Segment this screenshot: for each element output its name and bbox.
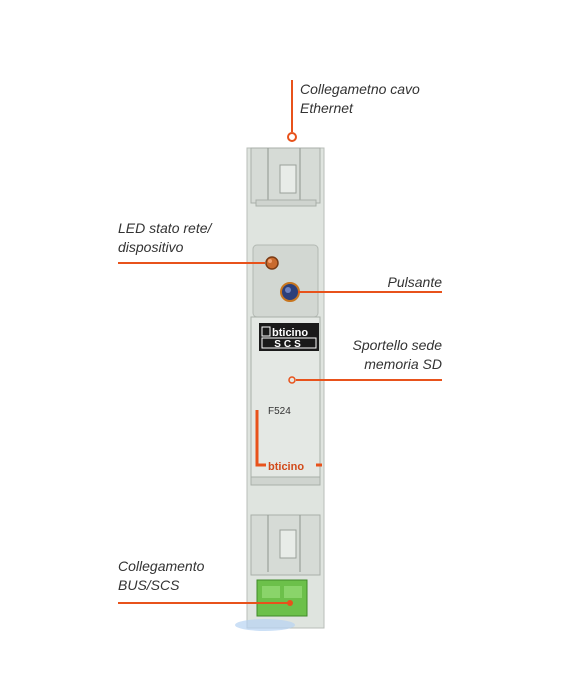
label-bus: Collegamento BUS/SCS <box>118 558 205 593</box>
brand-top: bticino <box>272 327 308 339</box>
control-panel <box>252 244 319 318</box>
led-indicator <box>265 256 279 270</box>
brand-scs: SCS <box>274 339 304 350</box>
leader-lines <box>118 80 442 604</box>
label-sd-cover: Sportello sede memoria SD <box>352 337 442 372</box>
bottom-terminal <box>250 514 321 576</box>
ethernet-point-dot <box>287 132 297 142</box>
sd-point-dot <box>288 376 296 384</box>
brand-bottom: bticino <box>268 461 304 473</box>
model-number: F524 <box>268 406 291 417</box>
bus-point-dot <box>287 600 293 606</box>
accent-bracket <box>255 410 322 467</box>
label-button: Pulsante <box>387 274 442 290</box>
top-terminal <box>250 147 321 207</box>
label-ethernet: Collegametno cavo Ethernet <box>300 81 420 116</box>
label-led: LED stato rete/ dispositivo <box>118 220 212 255</box>
